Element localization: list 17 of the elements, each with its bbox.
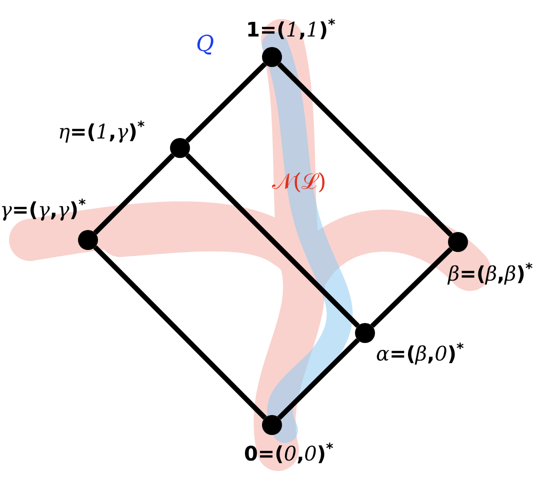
element-label: γ=(γ,γ)$^{*}$: [0, 198, 86, 220]
lattice-edge: [277, 338, 360, 420]
element-label: 0=(0,0)$^{*}$: [244, 442, 334, 464]
lattice-edge: [185, 153, 360, 328]
element-label: η=(1,γ)$^{*}$: [58, 120, 145, 142]
lattice-point: [355, 323, 375, 343]
region-label: Q: [196, 34, 214, 56]
lattice-edge: [93, 245, 267, 420]
lattice-edge: [185, 62, 267, 143]
element-label: β=(β,β)$^{*}$: [448, 262, 533, 284]
lattice-edge: [93, 153, 175, 235]
region-label: 𝒩(ℒ): [272, 172, 326, 194]
element-label: α=(β,0)$^{*}$: [376, 342, 464, 364]
element-label: 1=(1,1)$^{*}$: [246, 18, 336, 40]
lattice-edge: [370, 247, 453, 328]
lattice-point: [170, 138, 190, 158]
lattice-edge: [277, 62, 453, 237]
